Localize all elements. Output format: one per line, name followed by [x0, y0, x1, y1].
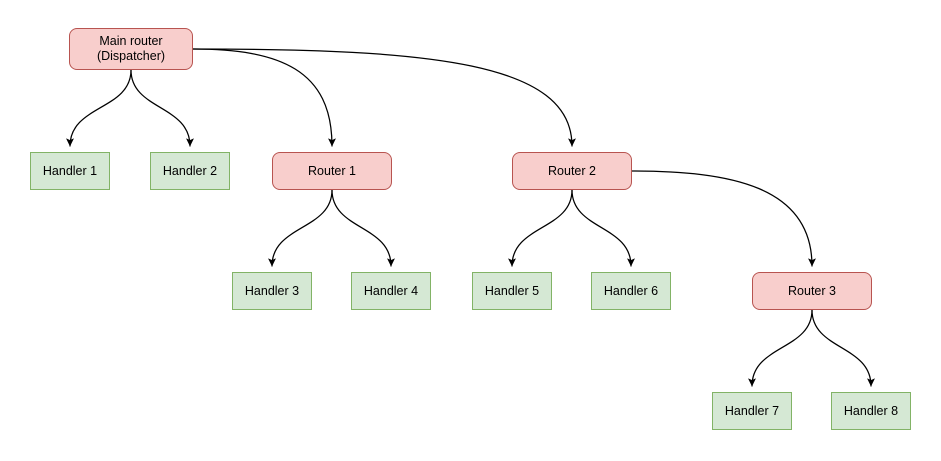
edge-main-router-to-handler-1 [66, 69, 132, 147]
edge-router-2-to-handler-5 [508, 189, 573, 267]
node-handler-6[interactable]: Handler 6 [591, 272, 671, 310]
node-handler-4[interactable]: Handler 4 [351, 272, 431, 310]
node-handler-2[interactable]: Handler 2 [150, 152, 230, 190]
edge-router-1-to-handler-4 [331, 189, 395, 267]
edge-main-router-to-router-2 [192, 48, 576, 147]
node-main-router[interactable]: Main router (Dispatcher) [69, 28, 193, 70]
edge-router-3-to-handler-8 [811, 309, 875, 387]
node-handler-3[interactable]: Handler 3 [232, 272, 312, 310]
edge-router-3-to-handler-7 [748, 309, 813, 387]
edge-router-2-to-router-3 [631, 170, 816, 267]
node-handler-5[interactable]: Handler 5 [472, 272, 552, 310]
node-handler-8[interactable]: Handler 8 [831, 392, 911, 430]
node-handler-7[interactable]: Handler 7 [712, 392, 792, 430]
node-router-2[interactable]: Router 2 [512, 152, 632, 190]
node-router-3[interactable]: Router 3 [752, 272, 872, 310]
node-handler-1[interactable]: Handler 1 [30, 152, 110, 190]
node-router-1[interactable]: Router 1 [272, 152, 392, 190]
edges-group [66, 48, 875, 387]
edge-main-router-to-handler-2 [130, 69, 194, 147]
edge-main-router-to-router-1 [192, 48, 336, 147]
edge-router-2-to-handler-6 [571, 189, 635, 267]
edge-router-1-to-handler-3 [268, 189, 333, 267]
